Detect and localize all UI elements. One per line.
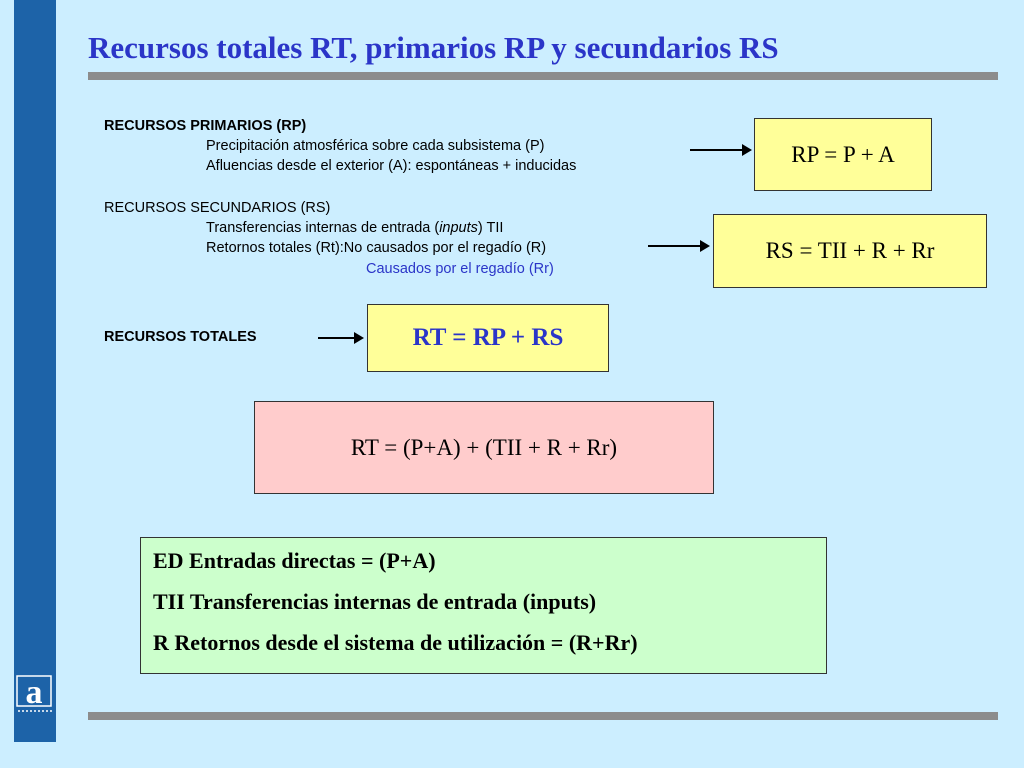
totales-heading: RECURSOS TOTALES	[104, 329, 257, 345]
secundarios-line-1: Transferencias internas de entrada (inpu…	[206, 220, 503, 236]
page-title: Recursos totales RT, primarios RP y secu…	[88, 30, 779, 65]
legend-item-r: R Retornos desde el sistema de utilizaci…	[153, 630, 638, 655]
totales-arrow-icon	[318, 332, 364, 344]
secundarios-arrow-icon	[648, 240, 710, 252]
secundarios-line-1-italic: inputs	[439, 220, 478, 236]
legend-box: ED Entradas directas = (P+A) TII Transfe…	[140, 537, 827, 674]
svg-text:a: a	[26, 674, 43, 711]
primarios-line-2: Afluencias desde el exterior (A): espont…	[206, 158, 577, 174]
primarios-line-1: Precipitación atmosférica sobre cada sub…	[206, 138, 545, 154]
primarios-heading: RECURSOS PRIMARIOS (RP)	[104, 118, 307, 134]
sidebar-bar	[14, 0, 56, 742]
secundarios-line-3: Causados por el regadío (Rr)	[366, 261, 554, 277]
legend-item-ed: ED Entradas directas = (P+A)	[153, 548, 436, 573]
rs-formula-box: RS = TII + R + Rr	[713, 214, 987, 288]
secundarios-line-2: Retornos totales (Rt):No causados por el…	[206, 240, 547, 256]
primarios-arrow-icon	[690, 144, 752, 156]
top-divider	[88, 72, 998, 80]
secundarios-line-1-post: ) TII	[477, 220, 504, 236]
bottom-divider	[88, 712, 998, 720]
secundarios-line-1-pre: Transferencias internas de entrada (	[206, 220, 440, 236]
logo-icon: a	[14, 670, 56, 716]
rp-formula-box: RP = P + A	[754, 118, 932, 191]
rt-expanded-box: RT = (P+A) + (TII + R + Rr)	[254, 401, 714, 494]
rt-formula-box: RT = RP + RS	[367, 304, 609, 372]
legend-item-tii: TII Transferencias internas de entrada (…	[153, 589, 597, 614]
secundarios-heading: RECURSOS SECUNDARIOS (RS)	[104, 200, 331, 216]
